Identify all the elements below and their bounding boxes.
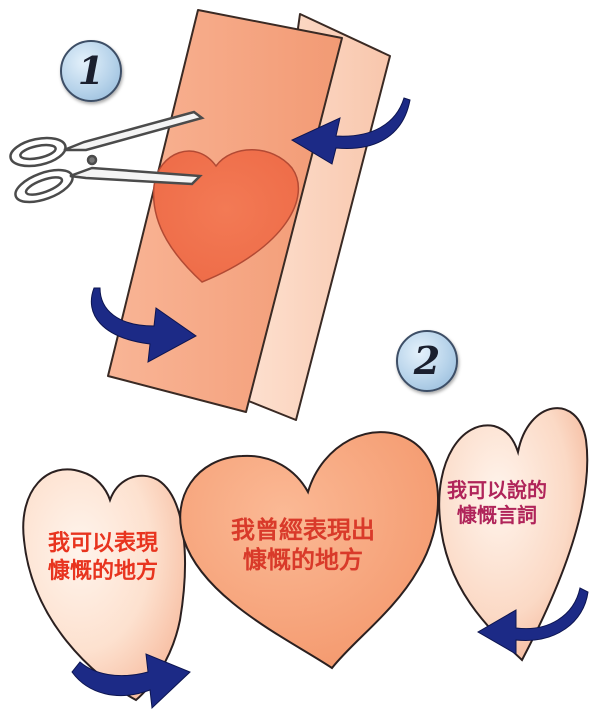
heart-left-line-1: 我可以表現: [47, 531, 158, 556]
heart-center: [179, 431, 439, 670]
step-1-badge: 1: [60, 40, 122, 102]
curved-arrow-icon: [290, 97, 411, 165]
heart-right-line-1: 我可以說的: [447, 478, 547, 502]
heart-left-line-2: 慷慨的地方: [47, 558, 158, 584]
step-2-number: 2: [413, 338, 441, 383]
heart-center-line-2: 慷慨的地方: [243, 546, 363, 574]
step-2-badge: 2: [396, 330, 458, 392]
curved-arrow-icon: [71, 653, 191, 710]
scissors-icon: [9, 110, 205, 204]
heart-center-label: 我曾經表現出 慷慨的地方: [198, 515, 408, 575]
step-1-number: 1: [77, 48, 105, 93]
heart-left: [22, 468, 186, 702]
curved-arrow-icon: [90, 287, 197, 363]
heart-left-label: 我可以表現 慷慨的地方: [28, 530, 178, 585]
heart-right-label: 我可以說的 慷慨言詞: [432, 478, 562, 528]
curved-arrow-icon: [477, 587, 589, 655]
heart-center-line-1: 我曾經表現出: [231, 516, 375, 544]
heart-right-line-2: 慷慨言詞: [457, 503, 537, 527]
heart-right: [438, 407, 589, 662]
